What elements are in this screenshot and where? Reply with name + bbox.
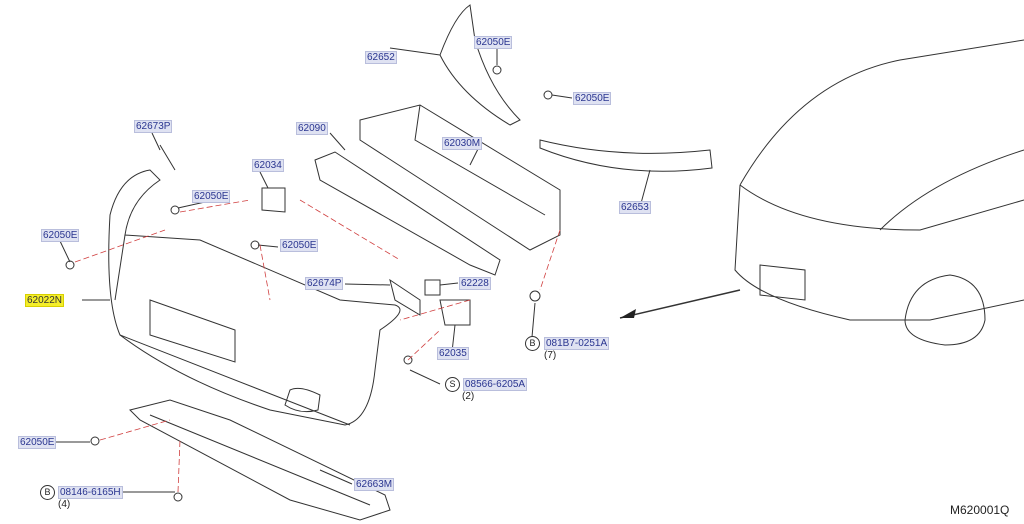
part-label-08566-6205a[interactable]: 08566-6205A	[463, 378, 528, 391]
part-label-081b7-0251a[interactable]: 081B7-0251A	[544, 337, 610, 350]
part-label-62022n-highlighted[interactable]: 62022N	[25, 294, 65, 307]
front-bumper-62022N	[108, 169, 401, 426]
marker-b: B	[525, 336, 540, 351]
direction-arrowhead	[620, 309, 636, 318]
quantity-08146: (4)	[58, 499, 71, 510]
moulding-62653	[539, 139, 713, 172]
quantity-08566: (2)	[462, 391, 475, 402]
part-label-62050e-left[interactable]: 62050E	[41, 229, 80, 242]
part-label-62090[interactable]: 62090	[296, 122, 328, 135]
part-label-62673p[interactable]: 62673P	[134, 120, 173, 133]
quantity-081b7: (7)	[544, 350, 557, 361]
part-label-62050e-right[interactable]: 62050E	[573, 92, 612, 105]
diagram-code: M620001Q	[950, 503, 1010, 517]
marker-s: S	[445, 377, 460, 392]
part-label-62663m[interactable]: 62663M	[354, 478, 395, 491]
part-label-62653[interactable]: 62653	[619, 201, 651, 214]
part-label-08146-6165h[interactable]: 08146-6165H	[58, 486, 123, 499]
vehicle-view	[734, 39, 1024, 346]
part-label-62652[interactable]: 62652	[365, 51, 397, 64]
moulding-62652	[439, 4, 521, 126]
undercover-62663M	[129, 399, 391, 521]
part-label-62050e-top[interactable]: 62050E	[474, 36, 513, 49]
part-label-62228[interactable]: 62228	[459, 277, 491, 290]
marker-b: B	[40, 485, 55, 500]
reinforcement-62030M	[359, 104, 561, 251]
part-label-62050e-mid[interactable]: 62050E	[280, 239, 319, 252]
absorber-62090	[314, 151, 501, 276]
part-label-62034[interactable]: 62034	[252, 159, 284, 172]
part-label-62035[interactable]: 62035	[437, 347, 469, 360]
part-label-62674p[interactable]: 62674P	[305, 277, 344, 290]
part-label-62050e-bottom[interactable]: 62050E	[18, 436, 57, 449]
part-label-62050e-center[interactable]: 62050E	[192, 190, 231, 203]
part-label-62030m[interactable]: 62030M	[442, 137, 483, 150]
